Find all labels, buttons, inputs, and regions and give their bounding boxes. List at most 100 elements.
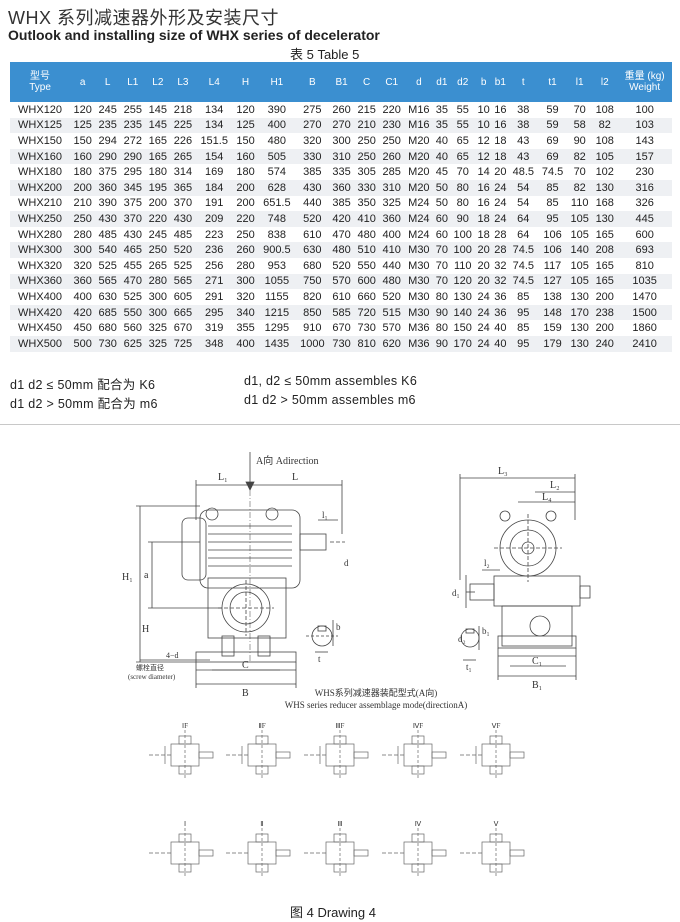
column-header: C1: [379, 62, 405, 102]
value-cell: 305: [354, 164, 380, 180]
value-cell: M30: [404, 289, 434, 305]
model-cell: WHX250: [10, 211, 71, 227]
column-header-label: C1: [385, 76, 399, 88]
value-cell: 256: [195, 257, 233, 274]
column-header-label: b: [480, 76, 487, 88]
value-cell: 145: [145, 117, 171, 134]
value-cell: 160: [233, 148, 259, 165]
value-cell: 480: [379, 273, 405, 290]
value-cell: 280: [233, 257, 259, 274]
value-cell: 165: [145, 133, 171, 149]
value-cell: 410: [379, 242, 405, 258]
value-cell: 480: [354, 226, 380, 243]
model-cell: WHX160: [10, 148, 71, 165]
value-cell: 65: [450, 133, 476, 149]
value-cell: 360: [95, 179, 121, 196]
value-cell: 345: [120, 179, 146, 196]
value-cell: 455: [120, 257, 146, 274]
value-cell: 250: [379, 133, 405, 149]
value-cell: M36: [404, 320, 434, 336]
value-cell: 74.5: [508, 242, 538, 258]
assembly-mode-sketch: Ⅲ: [304, 820, 369, 878]
value-cell: 40: [433, 133, 451, 149]
table-caption: 表 5 Table 5: [290, 47, 360, 62]
value-cell: 370: [170, 195, 196, 212]
assembly-mode-label: Ⅴ: [494, 820, 499, 828]
value-cell: 470: [120, 273, 146, 290]
value-cell: 80: [450, 195, 476, 212]
value-cell: 208: [592, 242, 618, 258]
assembly-mode-sketch: Ⅱ: [226, 820, 291, 878]
column-header: d2: [450, 62, 476, 102]
value-cell: 285: [379, 164, 405, 180]
value-cell: M36: [404, 335, 434, 352]
value-cell: 80: [433, 289, 451, 305]
value-cell: 620: [379, 335, 405, 352]
value-cell: 40: [433, 148, 451, 165]
assembly-mode-sketch: ⅡF: [226, 722, 291, 780]
value-cell: 170: [567, 304, 593, 321]
value-cell: 440: [379, 257, 405, 274]
assembly-mode-sketch: ⅢF: [304, 722, 369, 780]
value-cell: 59: [537, 102, 568, 118]
value-cell: 550: [354, 257, 380, 274]
value-cell: 290: [120, 148, 146, 165]
page-title-en: Outlook and installing size of WHX serie…: [8, 27, 380, 43]
value-cell: 108: [592, 102, 618, 118]
value-cell: 515: [379, 304, 405, 321]
value-cell: 48.5: [508, 164, 538, 180]
value-cell: 165: [145, 148, 171, 165]
value-cell: M30: [404, 257, 434, 274]
value-cell: 375: [95, 164, 121, 180]
value-cell: 560: [120, 320, 146, 336]
value-cell: 1295: [258, 320, 296, 336]
value-cell: 165: [592, 257, 618, 274]
value-cell: 685: [95, 304, 121, 321]
value-cell: 120: [70, 102, 96, 118]
value-cell: 565: [95, 273, 121, 290]
value-cell: 450: [70, 320, 96, 336]
value-cell: 180: [70, 164, 96, 180]
value-cell: 280: [70, 226, 96, 243]
value-cell: M24: [404, 226, 434, 243]
value-cell: 360: [329, 179, 355, 196]
value-cell: 600: [354, 273, 380, 290]
value-cell: M20: [404, 164, 434, 180]
dim-small-l1-label: l₁: [322, 510, 328, 520]
value-cell: 220: [233, 211, 259, 227]
value-cell: 570: [379, 320, 405, 336]
column-header-label: H: [241, 76, 250, 88]
value-cell: 36: [491, 289, 509, 305]
value-cell: 390: [95, 195, 121, 212]
note-cn-1: d1 d2 ≤ 50mm 配合为 K6: [10, 378, 156, 392]
value-cell: 28: [491, 242, 509, 258]
value-cell: 660: [354, 289, 380, 305]
value-cell: 74.5: [537, 164, 568, 180]
value-cell: 300: [70, 242, 96, 258]
model-cell: WHX500: [10, 335, 71, 352]
value-cell: 505: [258, 148, 296, 165]
value-cell: 326: [617, 195, 672, 212]
value-cell: 120: [450, 273, 476, 290]
value-cell: 90: [450, 211, 476, 227]
value-cell: 105: [567, 257, 593, 274]
value-cell: 55: [450, 117, 476, 134]
value-cell: 240: [592, 335, 618, 352]
value-cell: 70: [433, 257, 451, 274]
value-cell: 74.5: [508, 273, 538, 290]
value-cell: 300: [145, 304, 171, 321]
value-cell: 610: [329, 289, 355, 305]
value-cell: 18: [491, 133, 509, 149]
value-cell: 38: [508, 117, 538, 134]
value-cell: 1860: [617, 320, 672, 336]
value-cell: 32: [491, 273, 509, 290]
column-header: L3: [170, 62, 196, 102]
value-cell: 130: [567, 320, 593, 336]
value-cell: 295: [120, 164, 146, 180]
column-header-label: C: [363, 76, 371, 88]
value-cell: 525: [120, 289, 146, 305]
value-cell: 900.5: [258, 242, 296, 258]
